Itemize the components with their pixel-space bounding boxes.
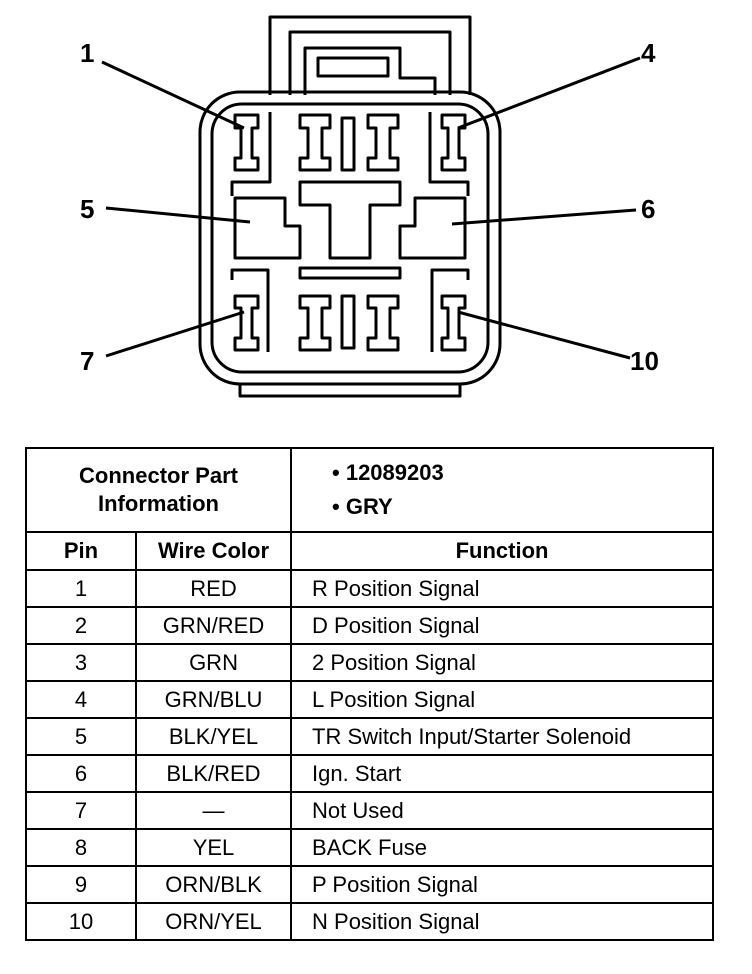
function-cell: P Position Signal	[290, 865, 715, 904]
connector-info-values: • 12089203 • GRY	[290, 447, 715, 533]
table-row: 9 ORN/BLK P Position Signal	[25, 865, 715, 904]
function-cell: BACK Fuse	[290, 828, 715, 867]
terminals-middle-row	[233, 180, 467, 280]
wire-color-cell: GRN/RED	[134, 606, 293, 645]
pin-cell: 7	[25, 791, 137, 830]
pin-label-4: 4	[641, 38, 656, 68]
header-pin: Pin	[25, 531, 137, 571]
table-row: 5 BLK/YEL TR Switch Input/Starter Soleno…	[25, 717, 715, 756]
wire-color-cell: ORN/YEL	[134, 902, 293, 941]
header-function: Function	[290, 531, 715, 571]
pin-cell: 4	[25, 680, 137, 719]
connector-latch	[268, 15, 472, 95]
pin-label-6: 6	[641, 194, 655, 224]
table-row: 1 RED R Position Signal	[25, 569, 715, 608]
wire-color-cell: ORN/BLK	[134, 865, 293, 904]
pin-cell: 5	[25, 717, 137, 756]
function-cell: Ign. Start	[290, 754, 715, 793]
function-cell: R Position Signal	[290, 569, 715, 608]
table-row: 6 BLK/RED Ign. Start	[25, 754, 715, 793]
wire-color-cell: GRN/BLU	[134, 680, 293, 719]
wire-color-cell: YEL	[134, 828, 293, 867]
wire-color-cell: GRN	[134, 643, 293, 682]
function-cell: D Position Signal	[290, 606, 715, 645]
table-header-row: Pin Wire Color Function	[25, 531, 715, 571]
pin-cell: 1	[25, 569, 137, 608]
header-wire-color: Wire Color	[134, 531, 293, 571]
pin-label-10: 10	[630, 346, 659, 376]
pin-label-1: 1	[80, 38, 94, 68]
function-cell: N Position Signal	[290, 902, 715, 941]
function-cell: 2 Position Signal	[290, 643, 715, 682]
function-cell: L Position Signal	[290, 680, 715, 719]
wire-color-cell: BLK/RED	[134, 754, 293, 793]
table-row: 2 GRN/RED D Position Signal	[25, 606, 715, 645]
pin-label-5: 5	[80, 194, 94, 224]
connector-info-label: Connector Part Information	[24, 447, 293, 533]
wire-color-cell: —	[134, 791, 293, 830]
pin-cell: 3	[25, 643, 137, 682]
terminals-bottom-row	[230, 268, 470, 352]
pin-cell: 2	[25, 606, 137, 645]
table-row: 3 GRN 2 Position Signal	[25, 643, 715, 682]
connector-pinout-table: Connector Part Information • 12089203 • …	[24, 447, 715, 941]
function-cell: Not Used	[290, 791, 715, 830]
connector-part-number: • 12089203	[332, 460, 444, 485]
table-row: 7 — Not Used	[25, 791, 715, 830]
function-cell: TR Switch Input/Starter Solenoid	[290, 717, 715, 756]
pin-cell: 8	[25, 828, 137, 867]
connector-info-row: Connector Part Information • 12089203 • …	[24, 447, 715, 533]
pin-cell: 6	[25, 754, 137, 793]
leader-lines	[101, 56, 641, 360]
pin-label-7: 7	[80, 346, 94, 376]
pin-cell: 10	[25, 902, 137, 941]
connector-diagram: 1 4 5 6 7 10	[80, 15, 659, 398]
table-row: 10 ORN/YEL N Position Signal	[25, 902, 715, 941]
connector-info-label-line: Connector Part	[79, 463, 238, 488]
connector-body	[198, 90, 502, 398]
table-row: 8 YEL BACK Fuse	[25, 828, 715, 867]
pin-cell: 9	[25, 865, 137, 904]
connector-color: • GRY	[332, 494, 393, 519]
wire-color-cell: BLK/YEL	[134, 717, 293, 756]
wire-color-cell: RED	[134, 569, 293, 608]
connector-info-label-line: Information	[98, 491, 219, 516]
table-row: 4 GRN/BLU L Position Signal	[25, 680, 715, 719]
